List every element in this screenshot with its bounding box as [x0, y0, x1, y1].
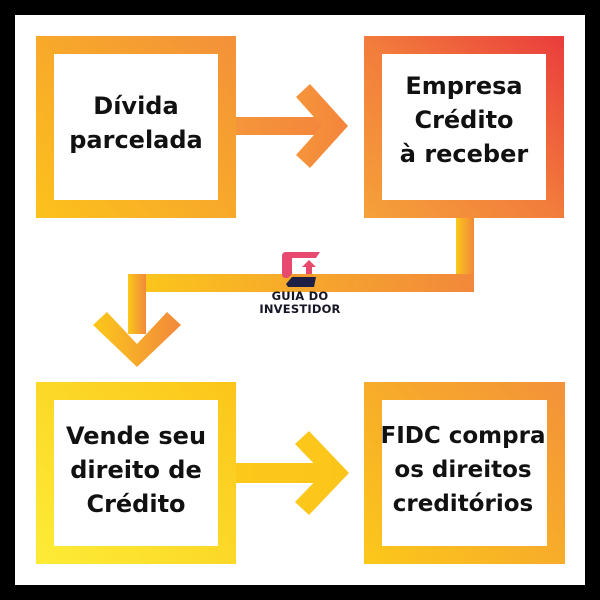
logo-text-line1: GUIA DO [271, 289, 329, 303]
step-text-line: Crédito [86, 490, 186, 518]
guia-do-investidor-logo: GUIA DO INVESTIDOR [248, 250, 352, 316]
step-text-line: FIDC compra [380, 423, 546, 449]
step-fidc-compra: FIDC compra os direitos creditórios [372, 400, 554, 546]
box-frame-empresa [364, 36, 564, 218]
box-frame-vende [36, 382, 236, 564]
step-text-line: creditórios [392, 491, 534, 517]
guia-do-investidor-g-arrow-icon [282, 252, 320, 287]
step-text-line: os direitos [394, 457, 532, 483]
box-frame-fidc [364, 382, 565, 564]
step-vende-direito: Vende seu direito de Crédito [54, 400, 218, 546]
box-frame-divida [36, 36, 236, 218]
step-text-line: à receber [399, 140, 529, 168]
step-text-line: parcelada [69, 126, 203, 154]
arrow-right-icon [236, 84, 348, 168]
step-text-line: Vende seu [65, 422, 207, 450]
arrow-right-icon [236, 431, 349, 515]
step-text-line: direito de [70, 456, 202, 484]
step-divida-parcelada: Dívida parcelada [54, 54, 218, 200]
step-text-line: Empresa [405, 72, 523, 100]
logo-text-line2: INVESTIDOR [259, 302, 341, 316]
step-text-line: Crédito [414, 106, 514, 134]
step-empresa-credito: Empresa Crédito à receber [382, 54, 546, 200]
step-text-line: Dívida [93, 92, 179, 120]
